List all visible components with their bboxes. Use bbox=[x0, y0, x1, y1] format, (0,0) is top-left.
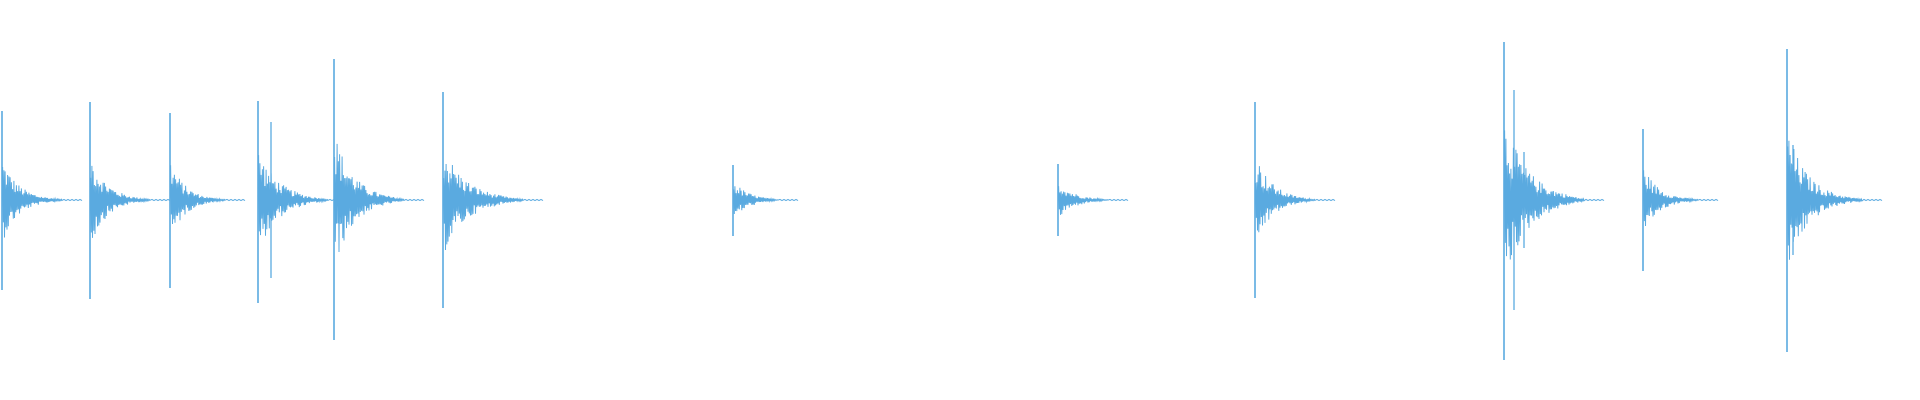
waveform-burst bbox=[1254, 102, 1336, 298]
waveform-burst bbox=[89, 102, 171, 299]
waveform-decay bbox=[1, 166, 83, 238]
waveform-decay bbox=[1786, 140, 1883, 260]
waveform-burst bbox=[1642, 129, 1719, 271]
waveform-decay bbox=[89, 165, 171, 238]
waveform-burst bbox=[257, 101, 349, 303]
waveform-decay bbox=[169, 165, 246, 225]
waveform-burst bbox=[732, 165, 799, 236]
waveform-decay bbox=[1057, 186, 1129, 215]
waveform-burst bbox=[1, 111, 83, 290]
waveform-burst bbox=[1057, 164, 1129, 236]
waveform-decay bbox=[442, 163, 544, 251]
waveform-burst bbox=[333, 59, 425, 340]
waveform-decay bbox=[333, 143, 425, 253]
waveform-decay bbox=[257, 155, 349, 236]
waveform-burst bbox=[169, 113, 246, 288]
waveform-decay bbox=[732, 186, 799, 215]
waveform-burst bbox=[1503, 42, 1605, 360]
waveform-decay bbox=[1503, 130, 1605, 260]
waveform-bursts bbox=[1, 42, 1883, 360]
waveform-decay bbox=[1254, 166, 1336, 233]
waveform-burst bbox=[1786, 49, 1883, 352]
waveform-burst bbox=[442, 92, 544, 308]
waveform-decay bbox=[1642, 170, 1719, 227]
